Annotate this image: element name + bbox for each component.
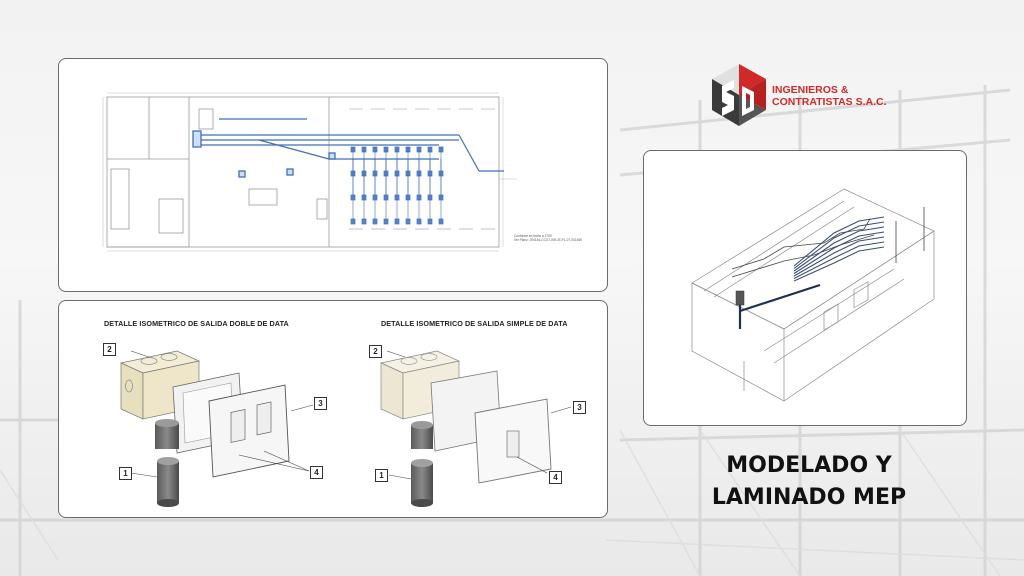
- isometric-details-panel: DETALLE ISOMETRICO DE SALIDA DOBLE DE DA…: [58, 300, 608, 518]
- conduit-run: [793, 221, 885, 269]
- outlet-detail-drawings: [119, 350, 572, 507]
- conduit-run: [793, 216, 885, 267]
- company-logo-mark: [712, 64, 766, 126]
- conduit-run: [793, 246, 885, 282]
- heading-line2: LAMINADO MEP: [711, 485, 907, 510]
- plan-outlet-symbol: [361, 218, 367, 225]
- svg-text:Conforme en techo a 2700: Conforme en techo a 2700: [514, 234, 552, 238]
- callout-4-single: 4: [549, 471, 562, 484]
- callout-2-double: 2: [103, 343, 116, 356]
- single-outlet-drawing: [379, 350, 572, 507]
- company-logo: INGENIEROS & CONTRATISTAS S.A.C.: [708, 62, 908, 128]
- conduit-run: [793, 226, 885, 272]
- company-name-line1: INGENIEROS &: [772, 84, 849, 96]
- single-outlet-detail-title: DETALLE ISOMETRICO DE SALIDA SIMPLE DE D…: [381, 319, 568, 328]
- callout-1-single: 1: [375, 469, 388, 482]
- floor-plan-drawing: Conforme en techo a 2700 Ver Plano: 2001…: [102, 92, 582, 252]
- callout-1-double: 1: [119, 467, 132, 480]
- mep-3d-model-drawing: [691, 188, 935, 402]
- page-heading: MODELADO Y LAMINADO MEP: [694, 450, 924, 514]
- double-outlet-detail-title: DETALLE ISOMETRICO DE SALIDA DOBLE DE DA…: [104, 319, 289, 328]
- callout-3-single: 3: [573, 401, 586, 414]
- callout-2-single: 2: [369, 345, 382, 358]
- plan-outlet-symbol: [394, 218, 400, 225]
- heading-line1: MODELADO Y: [726, 453, 892, 478]
- plan-outlet-symbol: [416, 218, 422, 225]
- callout-3-double: 3: [314, 397, 327, 410]
- company-name-line2: CONTRATISTAS S.A.C.: [772, 96, 887, 108]
- svg-text:Ver Plano: 200146-CCGT-INS-IE-: Ver Plano: 200146-CCGT-INS-IE-PL-07-0014…: [514, 238, 582, 242]
- plan-outlet-symbol: [383, 218, 389, 225]
- conduit-run: [793, 236, 885, 277]
- isometric-model-panel: [643, 150, 967, 426]
- floor-plan-panel: Conforme en techo a 2700 Ver Plano: 2001…: [58, 58, 608, 292]
- plan-outlet-symbol: [372, 218, 378, 225]
- double-outlet-drawing: [119, 350, 314, 507]
- callout-4-double: 4: [310, 466, 323, 479]
- conduit-run: [793, 231, 885, 274]
- plan-outlet-symbol: [405, 218, 411, 225]
- conduit-run: [793, 241, 885, 279]
- plan-outlet-symbol: [427, 218, 433, 225]
- plan-outlet-symbol: [350, 218, 356, 225]
- plan-outlet-symbol: [438, 218, 444, 225]
